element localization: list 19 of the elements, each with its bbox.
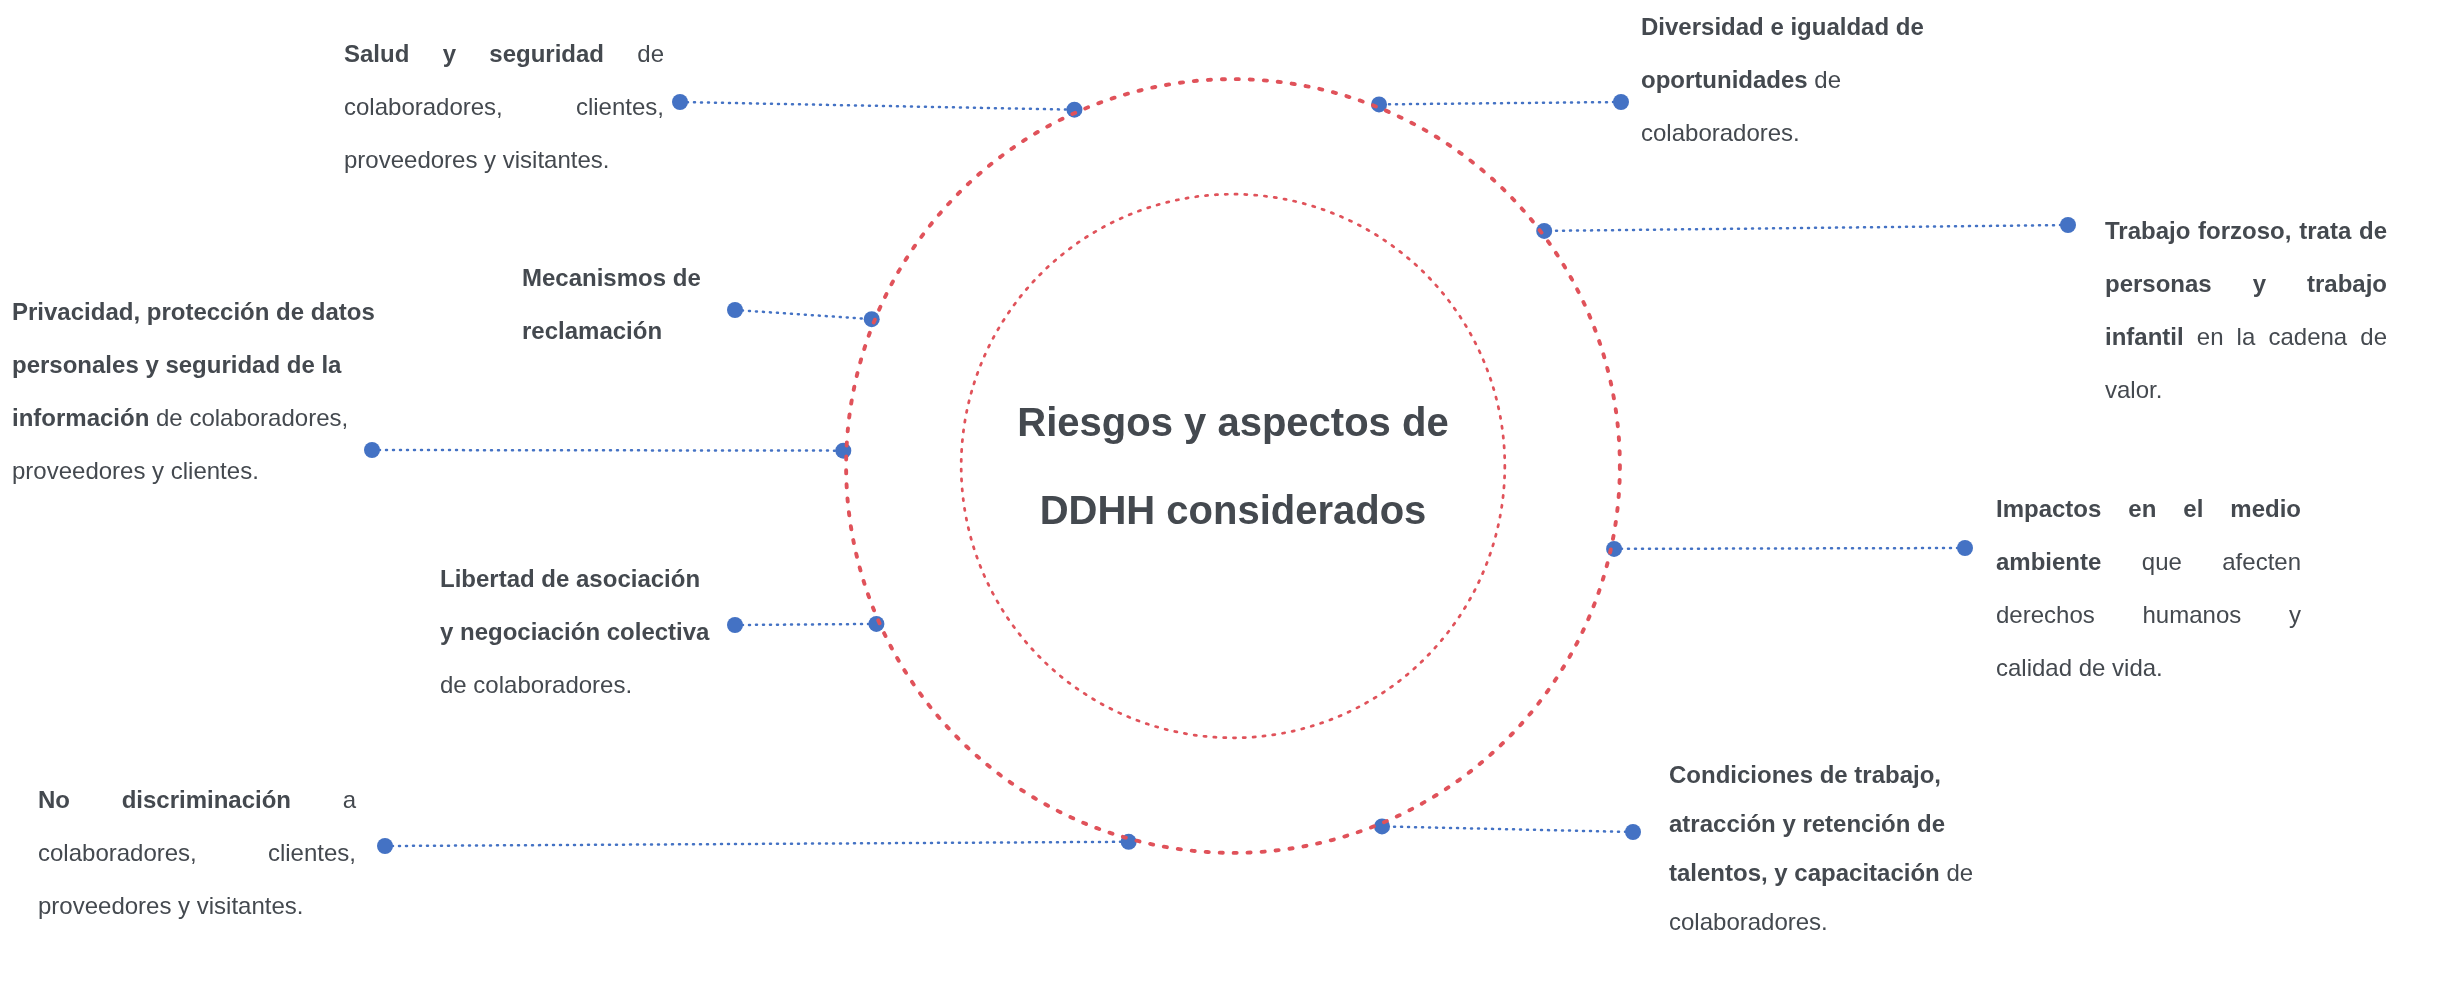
topic-text: Diversidad e igualdad de oportunidades de colaboradores. <box>1641 12 1925 148</box>
leader-line <box>1536 217 2076 239</box>
topic-text: Mecanismos de reclamación <box>522 263 702 346</box>
leader-line <box>364 442 852 459</box>
topic-text: Trabajo forzoso, trata de personas y trabajo infantil en la cadena de valor. <box>2105 216 2387 405</box>
topic-text: Libertad de asociación y negociación colectiva de colaboradores. <box>440 564 711 700</box>
topic-text: Impactos en el medio ambiente que afecten derechos humanos y calidad de vida. <box>1996 494 2301 683</box>
leader-line <box>672 94 1083 118</box>
leader-line <box>1371 94 1629 113</box>
leader-line <box>1606 540 1973 557</box>
leader-line <box>727 615 885 633</box>
leader-line <box>727 302 880 328</box>
topic-text: No discriminación a colaboradores, clientes, proveedores y visitantes. <box>38 785 356 921</box>
center-title: Riesgos y aspectos de DDHH considerados <box>1016 399 1450 534</box>
leader-line <box>377 833 1137 854</box>
topic-text: Condiciones de trabajo, atracción y retención de talentos, y capacitación de colaboradores. <box>1669 760 1975 937</box>
topic-text: Salud y seguridad de colaboradores, clientes, proveedores y visitantes. <box>344 39 664 175</box>
topic-text: Privacidad, protección de datos personales y seguridad de la información de colaboradores, proveedores y clientes. <box>12 297 376 486</box>
leader-line <box>1374 818 1641 840</box>
